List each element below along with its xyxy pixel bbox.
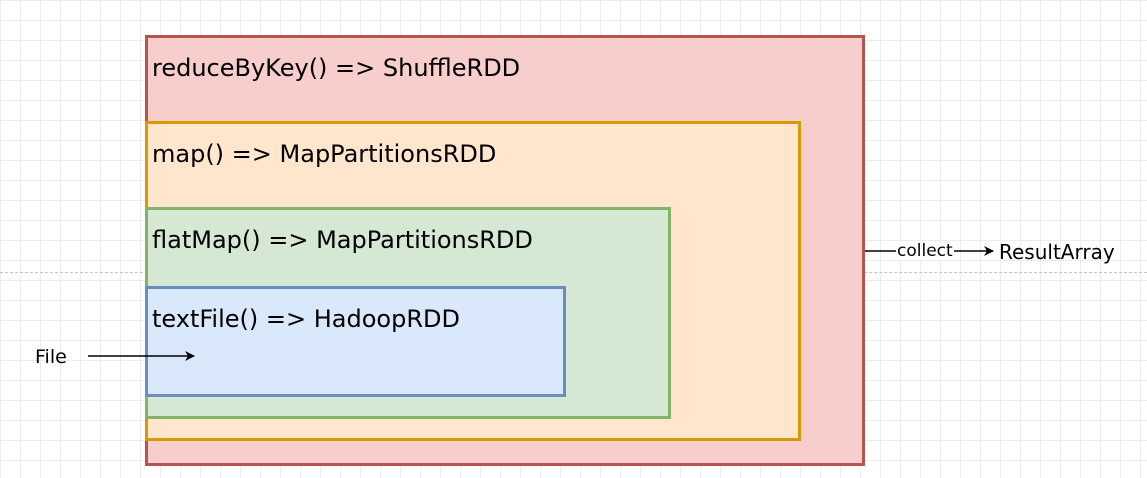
result-array-label: ResultArray bbox=[999, 240, 1115, 264]
file-input-label: File bbox=[35, 346, 67, 368]
collect-edge-label: collect bbox=[896, 241, 954, 261]
map-label: map() => MapPartitionsRDD bbox=[152, 140, 497, 168]
reducebykey-label: reduceByKey() => ShuffleRDD bbox=[152, 54, 521, 82]
flatmap-label: flatMap() => MapPartitionsRDD bbox=[152, 226, 533, 254]
textfile-hadooprdd-box[interactable]: textFile() => HadoopRDD bbox=[145, 286, 566, 397]
textfile-label: textFile() => HadoopRDD bbox=[152, 305, 460, 333]
